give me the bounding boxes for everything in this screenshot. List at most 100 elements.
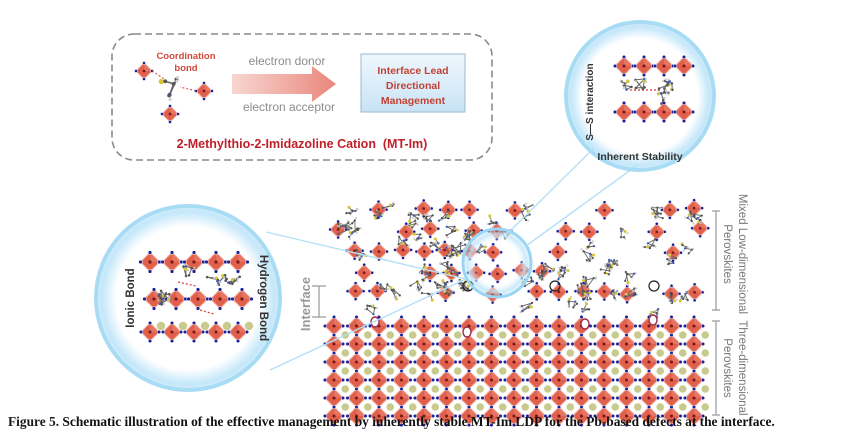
pbi6-octahedron xyxy=(182,320,206,344)
highlight-ring xyxy=(461,227,533,299)
a-site-cation xyxy=(386,385,395,393)
pbi6-octahedron xyxy=(344,240,365,261)
pbi6-octahedron xyxy=(480,368,503,392)
pbi6-octahedron xyxy=(570,368,593,392)
interface-indicator: Interface xyxy=(298,277,326,331)
inherent-stability-label: Inherent Stability xyxy=(597,151,682,163)
pbi6-octahedron xyxy=(525,314,548,338)
pbi6-octahedron xyxy=(502,368,526,392)
mt-im-molecule xyxy=(158,76,179,102)
a-site-cation xyxy=(341,403,350,411)
coordination-site-marker xyxy=(648,280,660,292)
mt-im-molecule xyxy=(642,238,657,250)
pbi6-octahedron xyxy=(204,320,228,344)
legend-dashed-frame xyxy=(111,33,493,161)
pbi6-octahedron xyxy=(505,200,525,221)
mt-im-molecule xyxy=(437,209,452,222)
pbi6-octahedron xyxy=(390,350,413,374)
pbi6-octahedron xyxy=(204,250,228,274)
mt-im-molecule xyxy=(347,227,363,241)
pbi6-octahedron xyxy=(502,350,526,374)
mt-im-molecule xyxy=(582,275,598,289)
pbi6-octahedron xyxy=(390,404,413,428)
mt-im-molecule xyxy=(462,228,475,243)
mt-im-molecule xyxy=(519,301,534,314)
mt-im-molecule xyxy=(205,275,221,287)
pbi6-octahedron xyxy=(354,262,375,283)
donor-acceptor-arrow xyxy=(232,66,336,102)
a-site-cation xyxy=(588,331,597,339)
interface-label: Interface xyxy=(298,277,313,331)
a-site-cation xyxy=(633,385,642,393)
a-site-cation xyxy=(408,385,417,393)
pbi6-octahedron xyxy=(660,200,680,220)
a-site-cation xyxy=(498,367,507,375)
a-site-cation xyxy=(611,385,620,393)
a-site-cation xyxy=(701,331,710,339)
coordination-bond-line xyxy=(179,86,197,92)
management-box-line-1: Interface Lead xyxy=(377,65,448,77)
pbi6-octahedron xyxy=(459,199,480,220)
a-site-cation xyxy=(611,367,620,375)
upper-region-label-2: Perovskites xyxy=(721,224,733,284)
pbi6-octahedron xyxy=(369,241,389,262)
a-site-cation xyxy=(543,385,552,393)
pbi6-octahedron xyxy=(182,250,206,274)
mt-im-molecule xyxy=(634,77,648,91)
pbi6-octahedron xyxy=(615,404,638,428)
a-site-cation xyxy=(431,367,440,375)
mt-im-molecule xyxy=(581,301,591,313)
stability-bubble-contents xyxy=(612,54,696,124)
pbi6-octahedron xyxy=(160,104,180,124)
a-site-cation xyxy=(386,331,395,339)
pbi6-octahedron xyxy=(682,368,706,392)
pbi6-octahedron xyxy=(612,54,636,78)
coordination-bond-label-2: bond xyxy=(174,63,197,74)
a-site-cation xyxy=(543,331,552,339)
mt-im-molecule xyxy=(599,263,613,276)
pbi6-octahedron xyxy=(525,404,548,428)
a-site-cation xyxy=(453,367,462,375)
pbi6-octahedron xyxy=(208,287,232,311)
mt-im-molecule xyxy=(157,289,171,305)
a-site-cation xyxy=(678,385,687,393)
pbi6-octahedron xyxy=(226,320,250,344)
pbi6-octahedron xyxy=(194,81,214,101)
mt-im-molecule xyxy=(656,91,670,105)
figure-caption-text: Schematic illustration of the effective … xyxy=(59,414,775,429)
a-site-cation xyxy=(521,385,530,393)
a-site-cation xyxy=(566,385,575,393)
mt-im-molecule xyxy=(678,291,689,303)
pbi6-octahedron xyxy=(652,100,676,124)
pbi6-octahedron xyxy=(526,281,547,302)
mt-im-molecule xyxy=(680,242,695,255)
ss-interaction-label: S—S interaction xyxy=(585,63,596,140)
a-site-cation xyxy=(611,349,620,357)
a-site-cation xyxy=(476,367,485,375)
pbi6-octahedron xyxy=(345,368,368,392)
pbi6-octahedron xyxy=(435,332,458,356)
pbi6-octahedron xyxy=(660,404,683,428)
mt-im-molecules xyxy=(336,202,703,319)
pbi6-octahedron xyxy=(480,386,503,410)
management-box-line-2: Directional xyxy=(386,80,440,92)
pbi6-octahedron xyxy=(682,404,706,428)
pbi6-octahedron xyxy=(502,386,526,410)
a-site-cation xyxy=(543,403,552,411)
mt-im-molecule xyxy=(580,248,596,263)
bonding-zoom-bubble: Ionic Bond Hydrogen Bond xyxy=(94,204,282,392)
a-site-cation xyxy=(656,367,665,375)
pbi6-octahedron xyxy=(345,404,368,428)
mt-im-molecule xyxy=(560,264,570,273)
mt-im-molecule xyxy=(390,288,401,301)
hydrogen-bond-label: Hydrogen Bond xyxy=(257,255,269,341)
pbi6-octahedron xyxy=(612,100,636,124)
pbi6-octahedron xyxy=(637,368,661,392)
region-brackets xyxy=(712,210,720,416)
a-site-cation xyxy=(701,385,710,393)
a-site-cation xyxy=(341,367,350,375)
pbi6-octahedron xyxy=(547,404,571,428)
mt-im-molecule xyxy=(567,295,579,309)
a-site-cation xyxy=(656,331,665,339)
